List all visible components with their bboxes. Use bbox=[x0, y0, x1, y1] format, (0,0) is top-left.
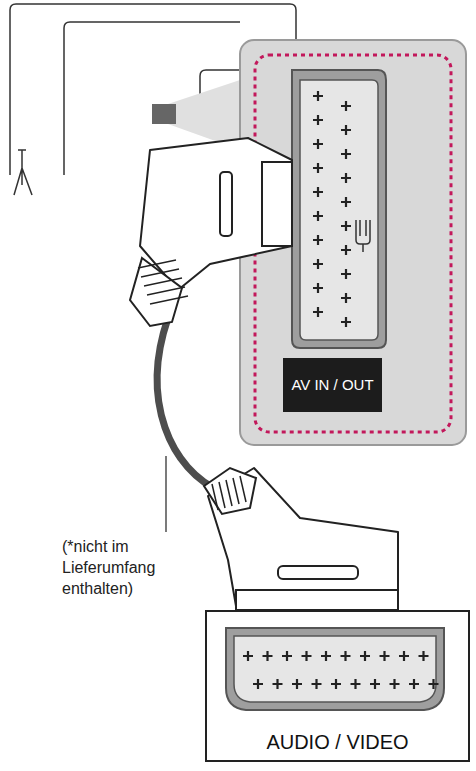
pin bbox=[360, 651, 370, 661]
rib bbox=[141, 269, 179, 277]
scart-pins bbox=[243, 651, 439, 689]
pin bbox=[243, 651, 253, 661]
pin bbox=[312, 679, 322, 689]
pin bbox=[313, 115, 323, 125]
pin bbox=[253, 679, 263, 689]
pin bbox=[341, 125, 351, 135]
pin bbox=[263, 651, 273, 661]
lower-plug-slot bbox=[278, 566, 358, 579]
pin bbox=[341, 149, 351, 159]
pin bbox=[341, 173, 351, 183]
rib bbox=[150, 296, 188, 304]
leader-line bbox=[165, 456, 166, 532]
pin bbox=[341, 221, 351, 231]
pin bbox=[313, 211, 323, 221]
scart-pins bbox=[313, 91, 351, 327]
tv-stand bbox=[14, 150, 32, 195]
pin bbox=[302, 651, 312, 661]
lower-plug-face bbox=[236, 590, 398, 610]
device-scart-port bbox=[226, 628, 444, 710]
pin bbox=[313, 259, 323, 269]
node-text: AV IN / OUT bbox=[291, 376, 373, 394]
pin bbox=[390, 679, 400, 689]
port-label-box: AV IN / OUT bbox=[283, 358, 382, 412]
strain-relief-ribs bbox=[138, 260, 188, 304]
pin bbox=[341, 197, 351, 207]
pin bbox=[351, 679, 361, 689]
pin bbox=[429, 679, 439, 689]
pin bbox=[341, 269, 351, 279]
pin bbox=[313, 187, 323, 197]
rib bbox=[144, 278, 182, 286]
strain-relief-ribs bbox=[212, 476, 246, 510]
upper-plug-face bbox=[262, 162, 292, 246]
note-label: (*nicht im Lieferumfang enthalten) bbox=[62, 537, 204, 599]
pin bbox=[313, 91, 323, 101]
pin bbox=[313, 307, 323, 317]
upper-plug bbox=[140, 138, 292, 290]
pin bbox=[341, 651, 351, 661]
pin bbox=[419, 651, 429, 661]
scart-symbol bbox=[356, 220, 370, 252]
pin bbox=[399, 651, 409, 661]
pin bbox=[370, 679, 380, 689]
rib bbox=[226, 480, 232, 506]
tv-port bbox=[152, 104, 176, 124]
lower-strain-relief bbox=[204, 468, 256, 514]
pin bbox=[292, 679, 302, 689]
highlight-border bbox=[255, 55, 451, 432]
device-scart-port-inner bbox=[234, 636, 436, 702]
panel bbox=[240, 40, 466, 445]
pin bbox=[313, 139, 323, 149]
pin bbox=[273, 679, 283, 689]
upper-plug-slot bbox=[220, 172, 232, 236]
pin bbox=[341, 293, 351, 303]
scart-port bbox=[292, 70, 386, 348]
pin bbox=[331, 679, 341, 689]
device-box: AUDIO / VIDEO bbox=[205, 610, 470, 762]
pin bbox=[341, 317, 351, 327]
pin bbox=[282, 651, 292, 661]
pin bbox=[380, 651, 390, 661]
rib bbox=[212, 484, 218, 510]
pin bbox=[313, 283, 323, 293]
node-text: AUDIO / VIDEO bbox=[266, 730, 408, 754]
rib bbox=[240, 476, 246, 502]
rib bbox=[138, 260, 176, 268]
upper-strain-relief bbox=[130, 258, 182, 326]
pin bbox=[341, 245, 351, 255]
pin bbox=[313, 235, 323, 245]
pin bbox=[341, 101, 351, 111]
cable bbox=[157, 318, 222, 492]
pin bbox=[313, 163, 323, 173]
rib bbox=[219, 482, 225, 508]
rib bbox=[147, 287, 185, 295]
pin bbox=[321, 651, 331, 661]
pin bbox=[409, 679, 419, 689]
scart-port-inner bbox=[300, 80, 378, 340]
rib bbox=[233, 478, 239, 504]
